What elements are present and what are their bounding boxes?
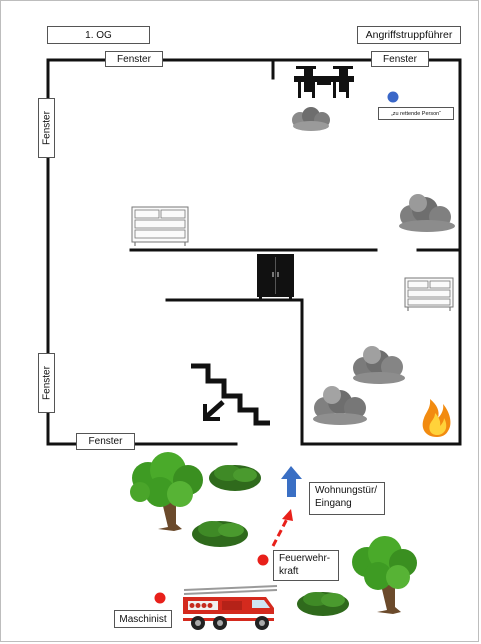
person-label: „zu rettende Person“	[378, 107, 454, 120]
entrance-label-line1: Wohnungstür/	[315, 485, 378, 496]
bush-icon	[297, 592, 349, 616]
firefighter-label-line1: Feuerwehr-	[279, 553, 331, 564]
window-label-top-left: Fenster	[105, 51, 163, 67]
firefighter-label: Feuerwehr- kraft	[273, 550, 339, 581]
person-marker	[387, 91, 399, 103]
machinist-label: Maschinist	[114, 610, 172, 628]
firefighter-label-line2: kraft	[279, 565, 299, 577]
tree-icon	[352, 536, 417, 614]
entrance-label: Wohnungstür/ Eingang	[309, 482, 385, 515]
dresser-icon	[404, 277, 454, 311]
smoke-icon	[353, 346, 405, 384]
stairs-icon	[191, 363, 270, 426]
bush-icon	[209, 465, 261, 491]
smoke-icon	[399, 194, 455, 232]
floor-label: 1. OG	[47, 26, 150, 44]
window-label-left-upper: Fenster	[38, 98, 55, 158]
machinist-marker	[154, 592, 166, 604]
wardrobe-icon	[257, 254, 294, 300]
leader-label: Angriffstruppführer	[357, 26, 461, 44]
smoke-icon	[313, 386, 367, 425]
window-label-bottom: Fenster	[76, 433, 135, 450]
firefighter-marker	[257, 554, 269, 566]
smoke-icon	[292, 107, 330, 131]
arrow-up-icon	[281, 466, 302, 497]
dresser-icon	[131, 206, 189, 246]
window-label-top-right: Fenster	[371, 51, 429, 67]
fire-truck-icon	[183, 585, 278, 630]
table-chairs-icon	[294, 66, 354, 98]
window-label-left-upper-text: Fenster	[41, 111, 52, 145]
fire-icon	[422, 399, 451, 437]
bush-icon	[192, 521, 248, 547]
entrance-label-line2: Eingang	[315, 497, 352, 509]
window-label-left-lower: Fenster	[38, 353, 55, 413]
window-label-left-lower-text: Fenster	[41, 366, 52, 400]
tree-icon	[130, 452, 203, 531]
path-arrow	[271, 509, 293, 547]
